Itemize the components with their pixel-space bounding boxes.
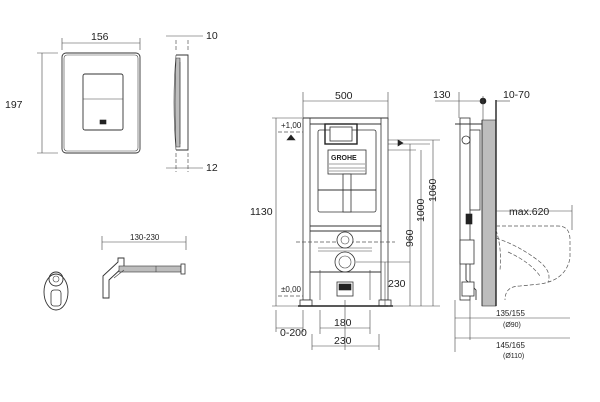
level-bottom-label: ±0,00 — [281, 285, 302, 294]
wall-thickness-label: 10-70 — [503, 89, 530, 101]
frame-left-upright — [302, 117, 311, 301]
pipe-range-label: 130-230 — [130, 233, 160, 242]
frame-right-upright — [380, 117, 389, 301]
pipe1-sub-label: (Ø90) — [503, 322, 521, 329]
actuation-pipe-detail: 130-230 — [43, 233, 187, 311]
level-top-label: +1,00 — [281, 121, 302, 130]
width-180-label: 180 — [334, 317, 352, 329]
offset-label: 0-200 — [280, 327, 307, 339]
installation-side-view: 130 10-70 max.620 135/155 (Ø90) 145/165 … — [433, 89, 573, 360]
flush-outlet — [336, 231, 354, 249]
side-depth-label: 130 — [433, 89, 451, 101]
plate-height-label: 197 — [5, 99, 23, 111]
height-1060-label: 1060 — [427, 178, 439, 202]
frame-height-label: 1130 — [250, 206, 273, 218]
height-960-label: 960 — [404, 229, 416, 247]
pipe1-label: 135/155 — [496, 309, 525, 318]
plate-depth-bottom-label: 12 — [206, 162, 218, 174]
drain-outlet — [334, 251, 356, 273]
height-1000-label: 1000 — [415, 198, 427, 222]
flush-plate-inner — [63, 54, 139, 152]
plate-width-label: 156 — [91, 31, 109, 43]
service-opening — [324, 123, 358, 145]
flush-plate-front-view: 156 197 — [5, 31, 141, 154]
max-bowl-label: max.620 — [509, 206, 549, 218]
pipe2-label: 145/165 — [496, 341, 525, 350]
flush-plate-outline — [61, 52, 141, 154]
width-230-label: 230 — [334, 335, 352, 347]
pipe2-sub-label: (Ø110) — [503, 353, 524, 360]
brand-logo-mark — [99, 119, 107, 125]
flush-plate-side-view: 10 12 — [166, 30, 218, 174]
installation-frame-front-view: 500 GROHE — [250, 90, 440, 350]
frame-width-label: 500 — [335, 90, 353, 102]
plate-depth-top-label: 10 — [206, 30, 218, 42]
brand-label-box — [327, 149, 367, 175]
height-230-label: 230 — [388, 278, 406, 290]
brand-label: GROHE — [331, 155, 357, 162]
flush-button — [82, 73, 124, 131]
wall-section — [481, 119, 497, 307]
